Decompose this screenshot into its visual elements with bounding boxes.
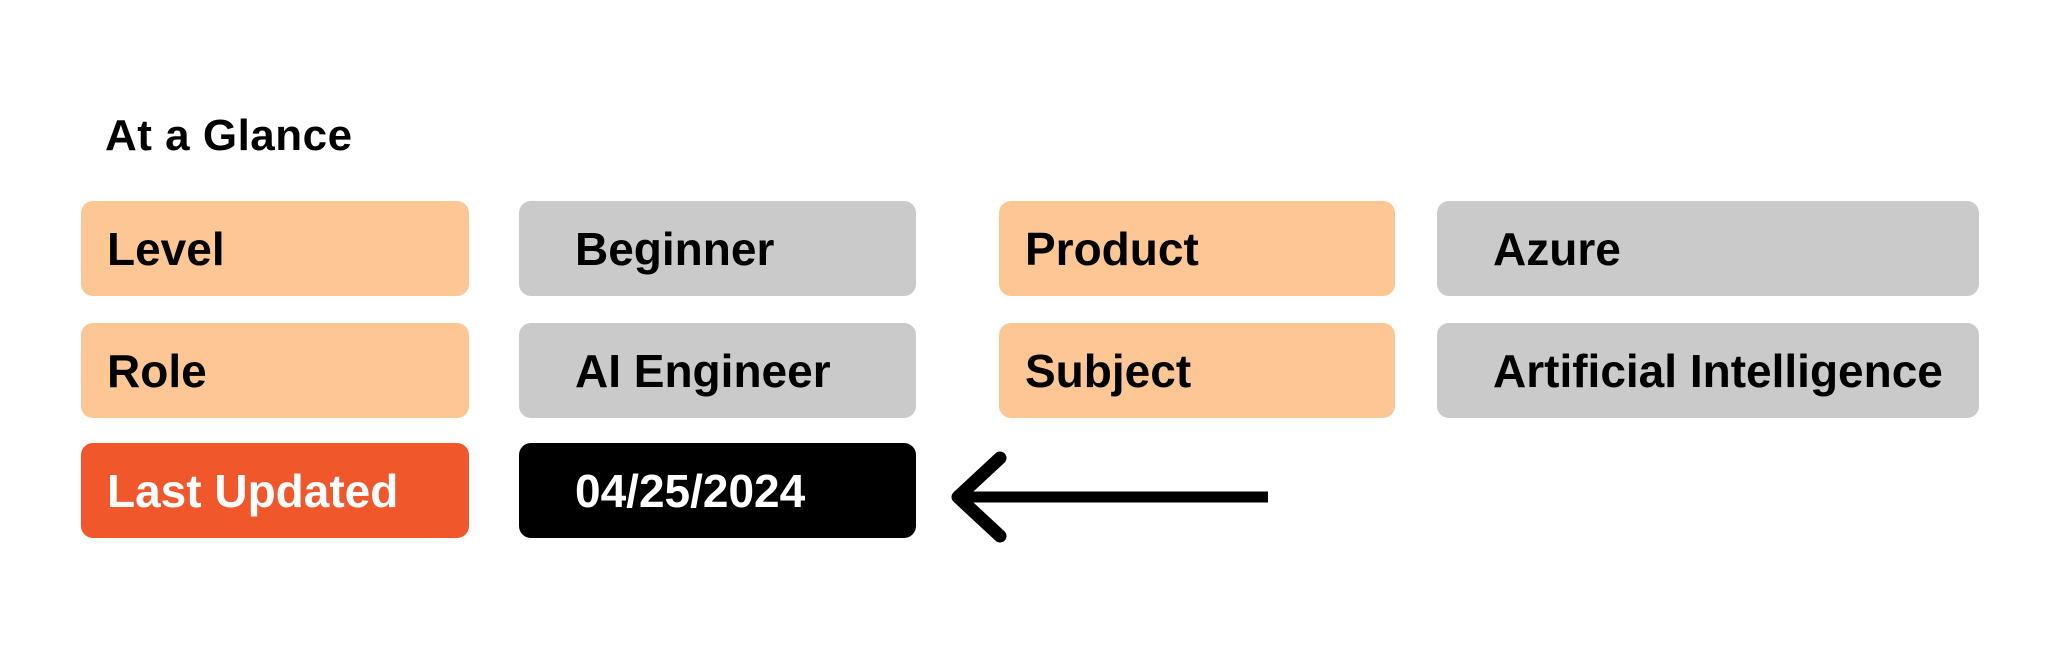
product-label-chip: Product xyxy=(999,201,1395,296)
subject-label-chip: Subject xyxy=(999,323,1395,418)
role-value-chip: AI Engineer xyxy=(519,323,916,418)
level-label-chip: Level xyxy=(81,201,469,296)
last-updated-label-chip: Last Updated xyxy=(81,443,469,538)
level-value-chip: Beginner xyxy=(519,201,916,296)
role-label-chip: Role xyxy=(81,323,469,418)
last-updated-value-chip: 04/25/2024 xyxy=(519,443,916,538)
subject-value-chip: Artificial Intelligence xyxy=(1437,323,1979,418)
page-title: At a Glance xyxy=(105,111,353,160)
product-value-chip: Azure xyxy=(1437,201,1979,296)
